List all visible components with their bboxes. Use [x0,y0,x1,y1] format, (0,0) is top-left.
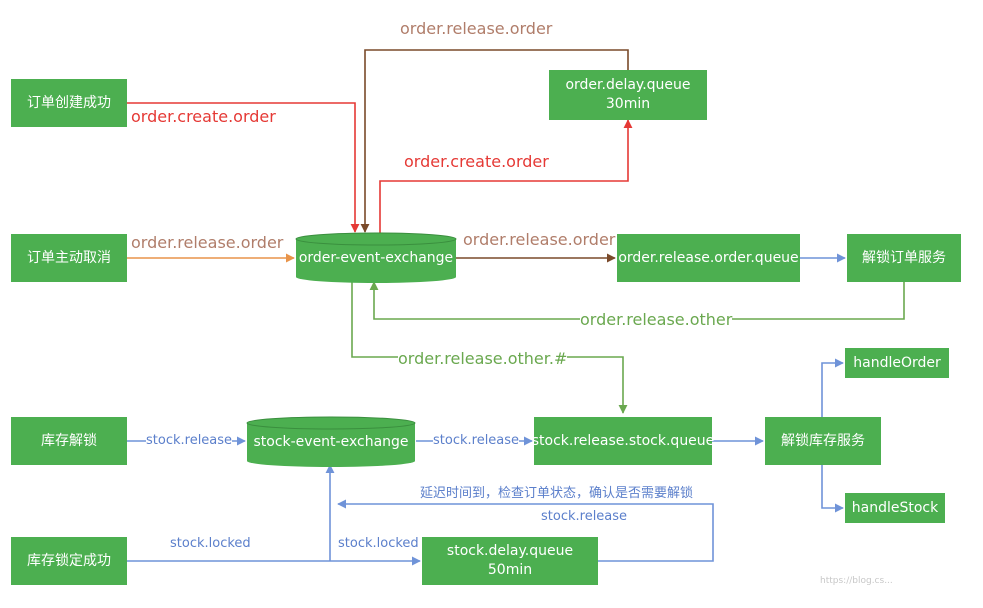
label-stock-locked-left: stock.locked [170,536,251,551]
label-stock-release-left: stock.release [146,433,233,449]
node-stock-locked-success-label: 库存锁定成功 [27,552,111,569]
node-stock-unlock: 库存解锁 [11,417,127,465]
node-order-created: 订单创建成功 [11,79,127,127]
node-stock-delay-queue-name: stock.delay.queue [446,543,574,560]
label-stock-release-bottom: stock.release [541,509,628,524]
node-stock-release-stock-queue: stock.release.stock.queue [531,417,715,465]
node-order-cancel: 订单主动取消 [11,234,127,282]
node-handle-order: handleOrder [845,348,949,378]
label-stock-locked-mid: stock.locked [338,536,419,551]
cylinder-shape [246,416,416,467]
node-order-delay-queue: order.delay.queue 30min [549,70,707,120]
label-order-release-order-top: order.release.order [400,19,553,39]
edge-delay-queue-to-stock-exchange [337,499,714,562]
node-order-release-order-queue: order.release.order.queue [617,234,800,282]
label-order-create-order-mid: order.create.order [404,152,549,171]
edge-unlock-stock-to-handle-stock [821,465,844,513]
node-stock-event-exchange: stock-event-exchange [246,416,416,468]
node-order-release-order-queue-label: order.release.order.queue [618,249,799,266]
node-order-event-exchange: order-event-exchange [295,232,457,284]
node-handle-order-label: handleOrder [853,354,941,371]
edge-delay-queue-to-exchange [360,49,629,233]
cylinder-shape [295,232,457,283]
label-order-release-other: order.release.other [580,310,733,330]
node-stock-locked-success: 库存锁定成功 [11,537,127,585]
node-order-delay-queue-name: order.delay.queue [565,77,691,94]
node-stock-delay-queue: stock.delay.queue 50min [422,537,598,585]
edge-exchange-to-delay-queue [379,119,633,236]
label-delay-note: 延迟时间到，检查订单状态，确认是否需要解锁 [420,486,694,501]
label-order-release-other-hash: order.release.other.# [398,349,568,369]
watermark: https://blog.cs... [820,576,893,586]
node-unlock-order-service: 解锁订单服务 [847,234,961,282]
label-order-release-order-cancel: order.release.order [131,233,284,252]
edge-exchange-to-stock-release-queue [351,281,628,414]
node-handle-stock-label: handleStock [851,499,939,516]
node-order-delay-queue-ttl: 30min [605,96,651,112]
label-order-release-order-right: order.release.order [463,230,616,249]
label-stock-release-right: stock.release [433,433,520,449]
node-stock-delay-queue-ttl: 50min [487,562,533,578]
edge-order-create-to-exchange [127,102,360,233]
node-unlock-stock-service: 解锁库存服务 [765,417,881,465]
node-stock-unlock-label: 库存解锁 [41,432,97,449]
node-unlock-order-service-label: 解锁订单服务 [862,249,946,266]
node-order-created-label: 订单创建成功 [27,94,111,111]
node-order-event-exchange-label: order-event-exchange [298,250,454,266]
node-stock-event-exchange-label: stock-event-exchange [253,434,409,450]
node-unlock-stock-service-label: 解锁库存服务 [781,432,865,449]
node-handle-stock: handleStock [845,493,945,523]
node-order-cancel-label: 订单主动取消 [27,249,111,266]
node-stock-release-stock-queue-label: stock.release.stock.queue [531,432,715,449]
edge-unlock-stock-to-handle-order [821,358,844,417]
label-order-create-order-left: order.create.order [131,107,276,127]
